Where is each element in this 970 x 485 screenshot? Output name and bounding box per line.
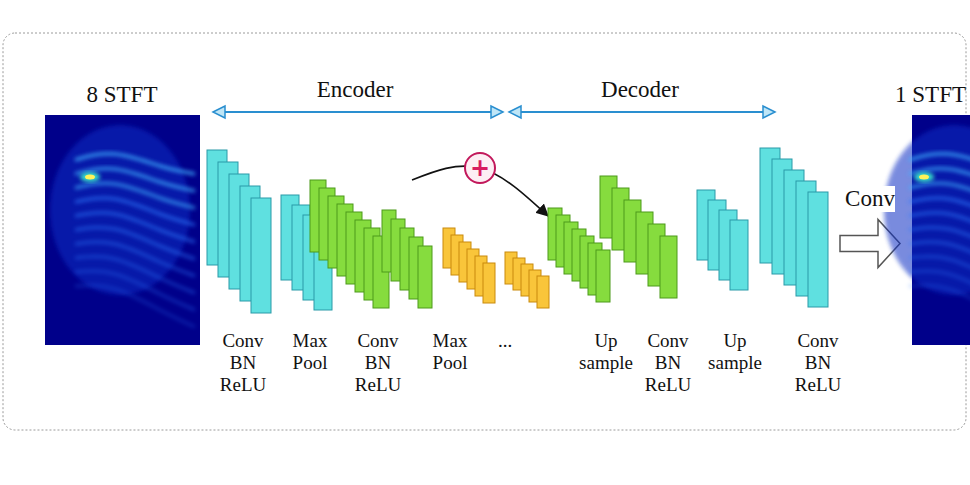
layer-label: Max Pool (417, 330, 483, 374)
feature-map (660, 236, 677, 298)
feature-map-stack (505, 252, 549, 308)
feature-map-stack (310, 180, 389, 308)
span-head (509, 106, 521, 118)
image-title: 8 STFT (87, 82, 158, 108)
feature-map (251, 198, 271, 313)
span-head (213, 106, 225, 118)
feature-map-stack (443, 228, 495, 303)
layer-stack: Conv BN ReLU (310, 180, 432, 308)
layer-label: Conv BN ReLU (785, 330, 851, 396)
layer-label: Conv BN ReLU (210, 330, 276, 396)
feature-map-stack (382, 210, 432, 308)
stack-figure (310, 180, 432, 308)
stack-figure (760, 148, 828, 307)
spectrogram-streak (75, 271, 195, 310)
span-head (763, 106, 775, 118)
feature-map (596, 250, 610, 302)
spectrogram-peak (919, 175, 929, 180)
spectrogram-box: 8 STFT (45, 115, 200, 345)
spectrogram-halo (80, 172, 100, 182)
spectrogram-streak (75, 257, 195, 293)
stack-figure (697, 190, 748, 290)
layer-stack: Conv BN ReLU (600, 176, 677, 298)
spectrogram-streak (909, 285, 970, 327)
layer-label: Up sample (702, 330, 768, 374)
spectrogram-glow (50, 125, 190, 295)
feature-map (808, 192, 828, 307)
layer-label: Max Pool (277, 330, 343, 374)
stack-figure (600, 176, 677, 298)
encoder-span-arrow (213, 106, 503, 118)
section-title: Decoder (601, 77, 679, 103)
layer-label: Conv BN ReLU (345, 330, 411, 396)
layer-stack: Up sample (697, 190, 748, 290)
layer-stack: Conv BN ReLU (760, 148, 828, 307)
outer-frame (3, 33, 966, 430)
sum-symbol: + (464, 152, 496, 184)
image-title: 1 STFT (895, 82, 966, 108)
feature-map (537, 276, 549, 308)
spectrogram-box: 1 STFT (912, 115, 970, 345)
spectrogram-streak (75, 285, 195, 327)
feature-map (483, 263, 495, 303)
spectrogram-ground (45, 115, 200, 345)
span-line (222, 111, 494, 113)
span-head (491, 106, 503, 118)
spectrogram-glow (884, 125, 970, 295)
feature-map-stack (697, 190, 748, 290)
feature-map-stack (760, 148, 828, 307)
section-title: Encoder (317, 77, 394, 103)
layer-label: Conv BN ReLU (635, 330, 701, 396)
spectrogram-peak (85, 175, 95, 180)
spectrogram-halo (914, 172, 934, 182)
ellipsis: ... (498, 330, 512, 352)
spectrogram-streak (909, 183, 970, 208)
stack-figure (443, 228, 549, 308)
feature-map-stack (207, 150, 271, 313)
spectrogram-figure (45, 115, 200, 345)
layer-stack: Conv BN ReLU (207, 150, 271, 313)
spectrogram-image (884, 115, 970, 345)
layer-label: Up sample (573, 330, 639, 374)
feature-map (418, 246, 432, 308)
feature-map-stack (600, 176, 677, 298)
spectrogram-streak (909, 271, 970, 310)
spectrogram-image (45, 115, 200, 345)
feature-map (730, 220, 748, 290)
edge-label: Conv (845, 186, 895, 212)
stack-figure (207, 150, 271, 313)
span-line (518, 111, 766, 113)
decoder-span-arrow (509, 106, 775, 118)
layer-stack: Max Pool (443, 228, 549, 308)
spectrogram-figure (912, 115, 970, 345)
